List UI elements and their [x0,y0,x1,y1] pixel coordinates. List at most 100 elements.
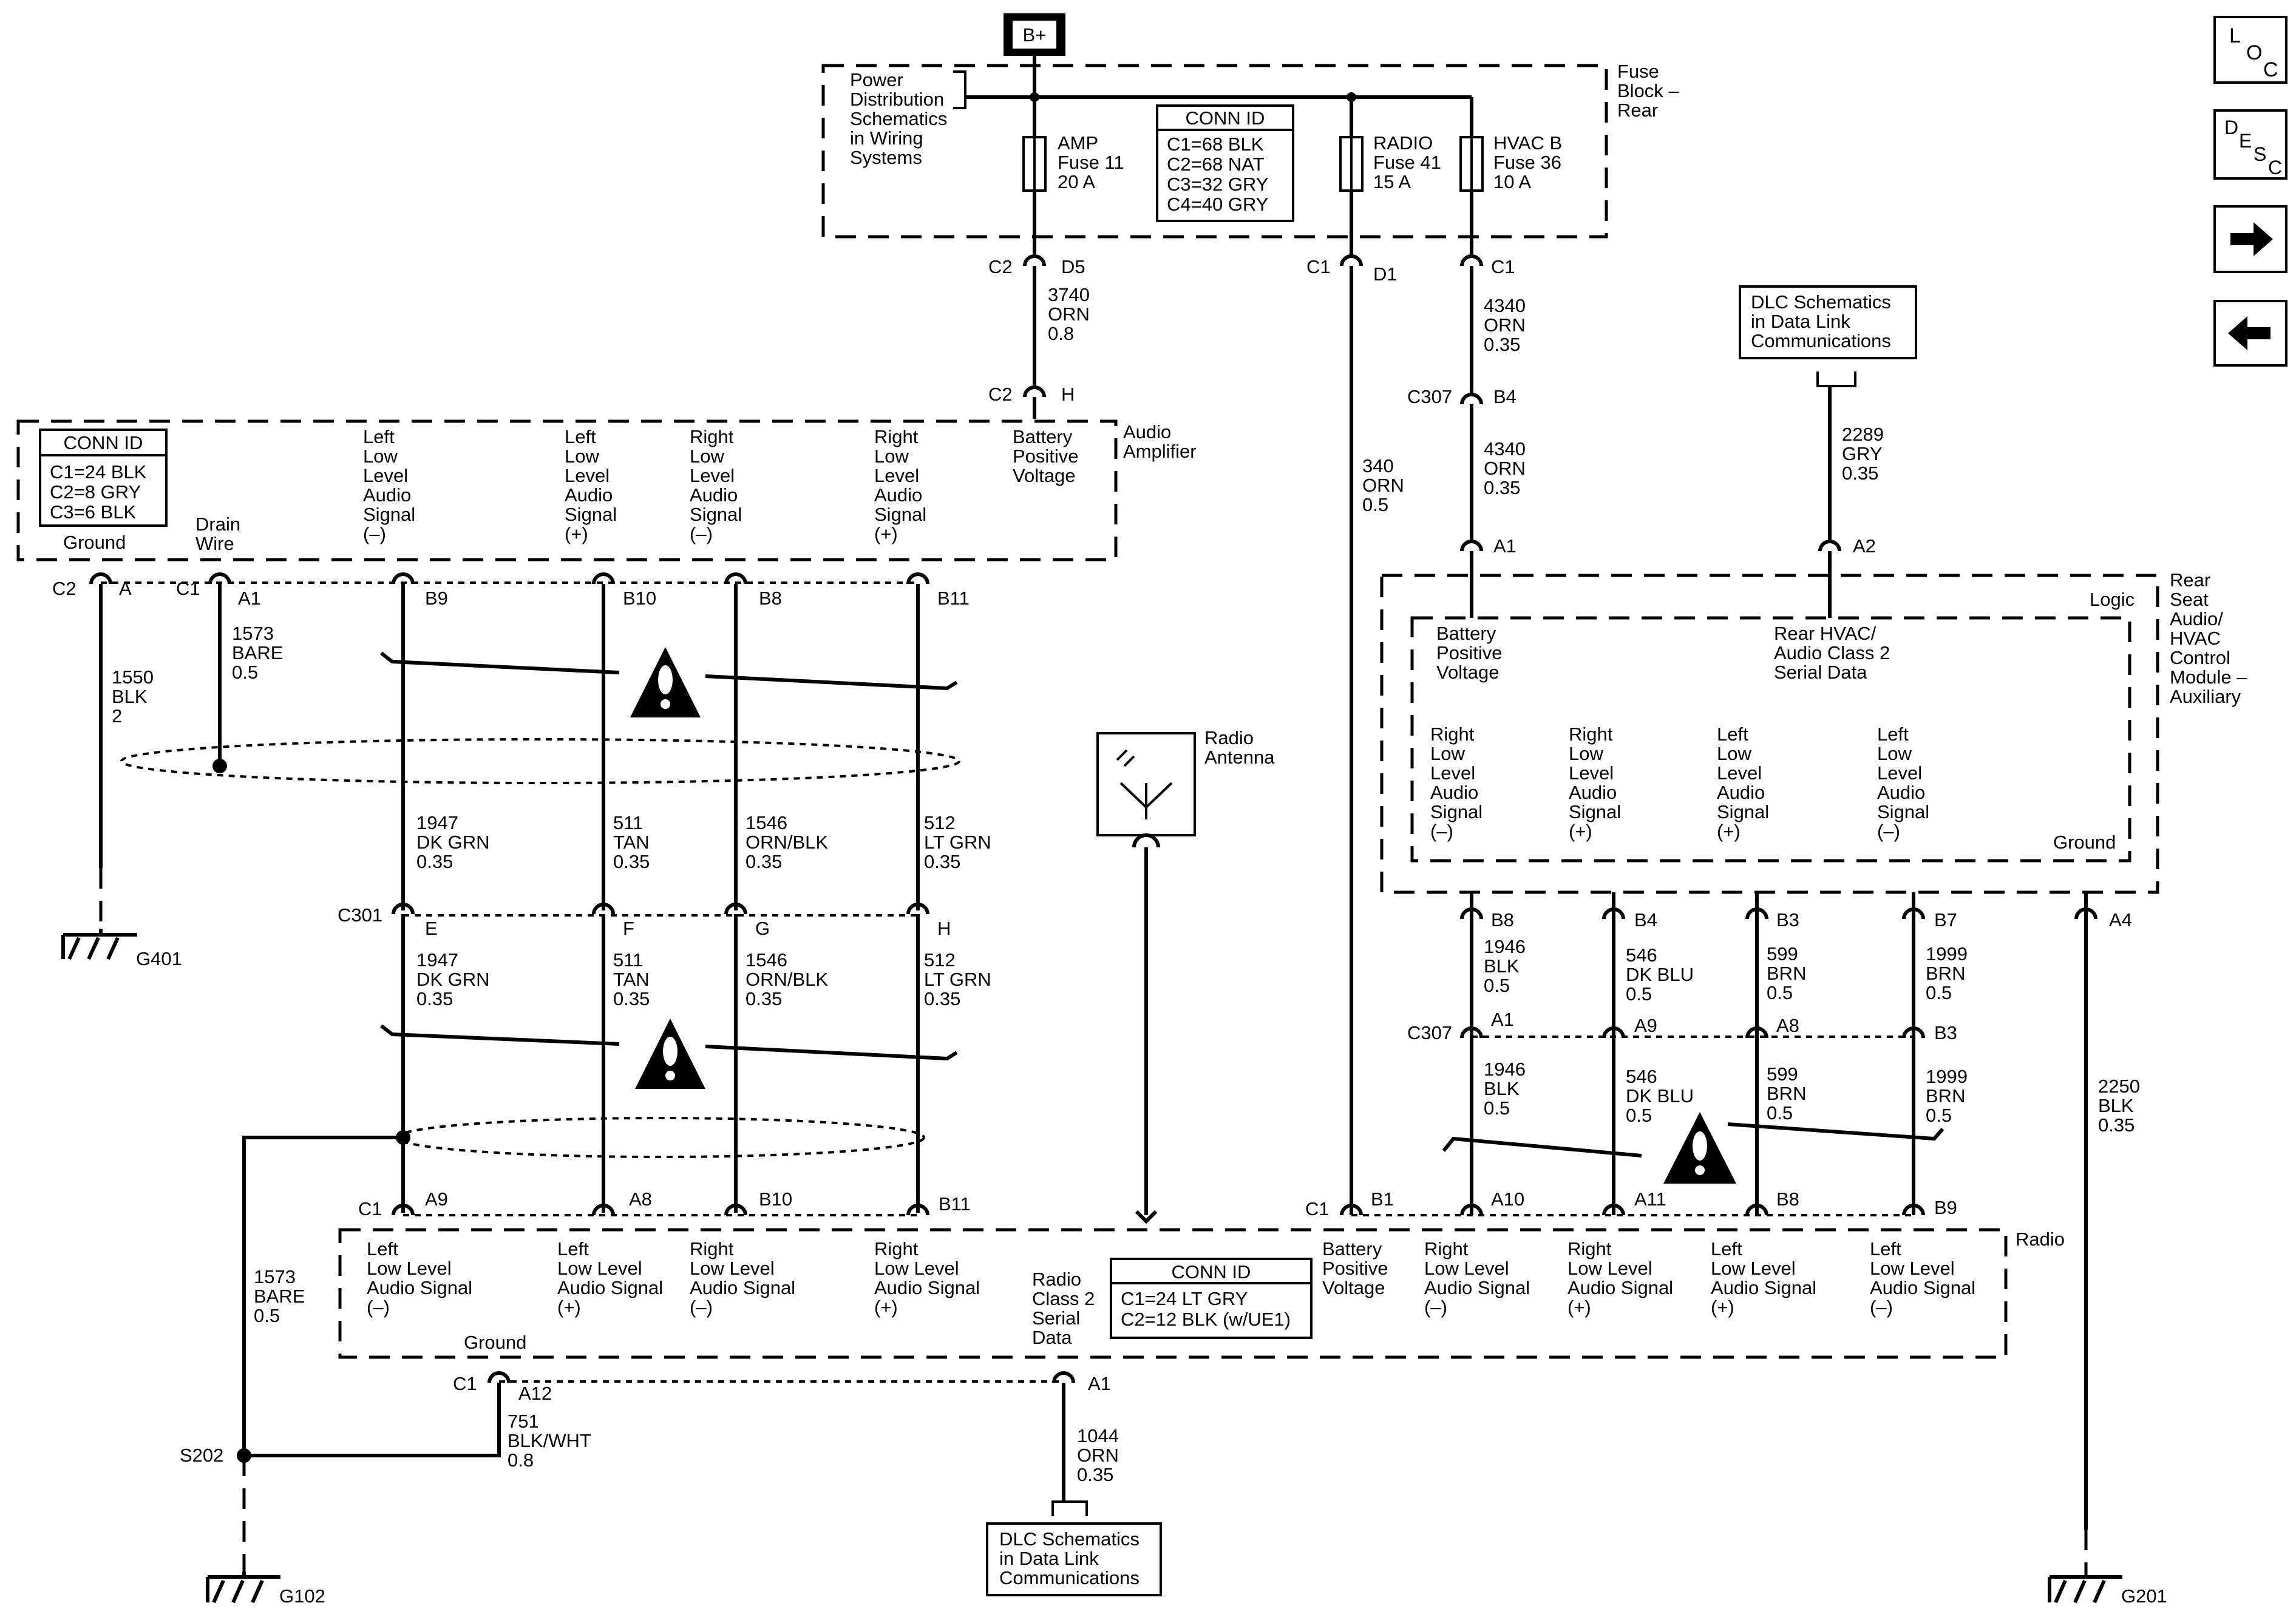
svg-text:C1=68 BLK: C1=68 BLK [1167,134,1264,155]
svg-text:512 LT GRN 0.35: 512 LT GRN 0.35 [924,949,996,1009]
svg-text:Ground: Ground [63,532,126,553]
svg-text:Right Low Level Audio: Right Low Level Audio Signal (+) [1567,1238,1679,1318]
svg-text:B8: B8 [759,588,782,609]
svg-text:B1: B1 [1371,1188,1394,1210]
svg-text:1546 ORN/BLK 0.35: 1546 ORN/BLK 0.35 [746,949,834,1009]
svg-text:546 DK BLU 0.5: 546 DK BLU 0.5 [1626,1066,1699,1126]
loc-button[interactable]: L O C [2213,16,2288,84]
svg-text:A2: A2 [1853,535,1876,557]
svg-text:H: H [1061,384,1075,405]
svg-text:Left Low Level Audio S: Left Low Level Audio Signal (–) [1870,1238,1981,1318]
wire-1044-label: 1044 ORN 0.35 [1077,1425,1124,1485]
svg-text:1946 BLK 0.5: 1946 BLK 0.5 [1484,1059,1531,1119]
radio-conn-id [1110,1258,1313,1339]
radio-title: Radio [2016,1229,2065,1250]
svg-text:Logic: Logic [2090,589,2135,610]
svg-text:511 TAN 0.35: 511 TAN 0.35 [613,812,654,872]
amp-pin-label-left-minus: Left Low Level Audio Signal (–) [363,426,421,544]
svg-text:1546 ORN/BLK 0.35: 1546 ORN/BLK 0.35 [746,812,834,872]
svg-text:512 LT GRN 0.35: 512 LT GRN 0.35 [924,812,996,872]
audio-amplifier-title: Audio Amplifier [1123,421,1197,462]
radio [338,1228,2008,1359]
dlc-reference-bottom[interactable] [986,1522,1162,1596]
svg-text:B9: B9 [1934,1197,1957,1218]
shield-lower [396,1117,925,1158]
desc-button[interactable]: D E S C [2213,109,2288,180]
svg-text:Ground: Ground [464,1332,526,1353]
svg-text:A: A [119,578,132,599]
svg-text:1947 DK GRN 0.35: 1947 DK GRN 0.35 [416,949,495,1009]
svg-text:C1: C1 [453,1373,477,1394]
ground-g201-label: G201 [2121,1585,2167,1607]
rear-battery-label: Battery Positive Voltage [1436,623,1507,683]
svg-text:G: G [755,918,770,939]
arrow-right-icon [2230,222,2273,256]
fuse-11-label: AMP Fuse 11 20 A [1058,132,1129,192]
svg-text:Communications: Communications [1751,330,1891,351]
amplifier-conn-id [39,429,168,527]
wire-2250-label: 2250 BLK 0.35 [2098,1076,2145,1136]
battery-source-label: B+ [1023,24,1047,46]
rear-module-title: Rear Seat Audio/ HVAC Control Module – A… [2170,569,2252,707]
svg-text:C1: C1 [1305,1198,1330,1219]
svg-text:B4: B4 [1634,909,1657,931]
svg-text:A4: A4 [2109,909,2132,931]
svg-text:A1: A1 [1491,1009,1514,1030]
svg-text:C1: C1 [1306,256,1331,277]
svg-text:C2: C2 [988,256,1013,277]
svg-text:C2=8 GRY: C2=8 GRY [50,481,141,503]
svg-text:511 TAN 0.35: 511 TAN 0.35 [613,949,654,1009]
svg-text:C3=6 BLK: C3=6 BLK [50,501,137,523]
svg-text:B3: B3 [1934,1022,1957,1043]
c307-label: C307 [1407,1022,1452,1043]
svg-text:H: H [937,918,951,939]
audio-amplifier [16,419,1118,561]
svg-text:B3: B3 [1776,909,1799,931]
svg-text:Left Low Level Audio S: Left Low Level Audio Signal (+) [1711,1238,1822,1318]
svg-text:C1: C1 [176,578,200,599]
previous-button[interactable] [2213,300,2288,367]
warning-icon [630,647,701,717]
fuse-block-rear [821,64,1608,239]
svg-text:A11: A11 [1634,1188,1666,1210]
svg-text:C2: C2 [52,578,76,599]
svg-text:Communications: Communications [999,1567,1140,1588]
ground-icon [2048,1575,2122,1604]
svg-text:C1=24 LT GRY: C1=24 LT GRY [1121,1288,1248,1309]
wire-2289-label: 2289 GRY 0.35 [1842,424,1889,484]
wire-751-label: 751 BLK/WHT 0.8 [508,1411,596,1471]
ground-g401-label: G401 [136,948,182,969]
fuse-block-title: Fuse Block – Rear [1617,61,1684,121]
svg-text:A1: A1 [1088,1373,1111,1394]
svg-text:B11: B11 [937,588,970,609]
amp-battery-label: Battery Positive Voltage [1013,426,1084,486]
svg-text:A1: A1 [238,588,261,609]
amp-pin-label-right-plus: Right Low Level Audio Signal (+) [874,426,932,544]
radio-battery-label: Battery Positive Voltage [1322,1238,1393,1298]
rear-seat-audio-module [1380,574,2159,894]
svg-text:D1: D1 [1373,263,1398,285]
svg-text:B10: B10 [623,588,656,609]
svg-text:Left Low Level Audio S: Left Low Level Audio Signal (+) [557,1238,668,1318]
power-distribution-reference[interactable]: Power Distribution Schematics in Wiring … [850,69,953,168]
svg-text:CONN ID: CONN ID [1172,1261,1251,1283]
ground-icon [206,1572,280,1604]
wire-3740-label: 3740 ORN 0.8 [1048,284,1095,344]
next-button[interactable] [2213,205,2288,273]
svg-text:Right Low Level Audio: Right Low Level Audio Signal (–) [690,1238,801,1318]
svg-text:DLC Schematics: DLC Schematics [1751,291,1891,313]
svg-text:Right Low Level Au: Right Low Level Audio Signal (+) [1569,724,1626,842]
svg-text:1999 BRN 0.5: 1999 BRN 0.5 [1926,1066,1973,1126]
c301-label: C301 [338,904,382,926]
svg-text:Left Low Level Audio S: Left Low Level Audio Signal (–) [367,1238,478,1318]
svg-text:A8: A8 [629,1188,652,1210]
svg-text:A12: A12 [518,1383,552,1404]
fuse-36-label: HVAC B Fuse 36 10 A [1493,132,1567,192]
svg-text:C3=32 GRY: C3=32 GRY [1167,174,1268,195]
svg-text:C2: C2 [988,384,1013,405]
dlc-reference-top[interactable] [1739,285,1917,359]
ground-g102-label: G102 [279,1585,325,1607]
svg-text:1947 DK GRN 0.35: 1947 DK GRN 0.35 [416,812,495,872]
svg-text:C2=12 BLK (w/UE1): C2=12 BLK (w/UE1) [1121,1309,1291,1330]
